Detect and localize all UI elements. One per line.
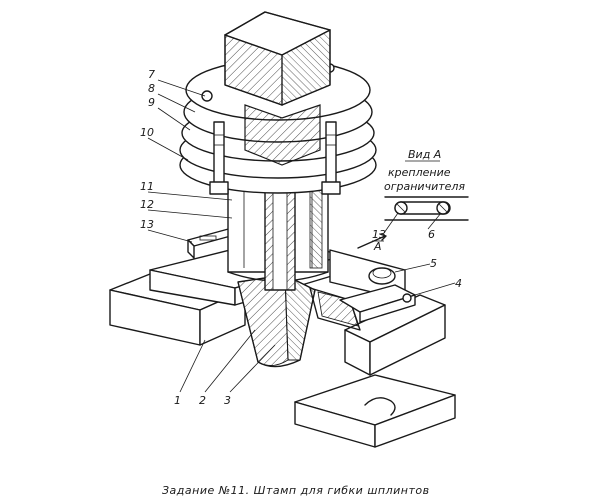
- label-1: 1: [174, 394, 181, 407]
- label-13: 13: [140, 218, 154, 231]
- label-2: 2: [199, 394, 206, 407]
- label-9: 9: [148, 96, 155, 109]
- view-a-label-a: А: [373, 240, 382, 253]
- view-a-title: Вид А: [408, 148, 441, 161]
- view-a-label-6: 6: [428, 228, 435, 241]
- label-7: 7: [148, 68, 155, 81]
- view-a-caption-1: крепление: [388, 166, 451, 179]
- studs: [209, 121, 341, 195]
- label-4: 4: [455, 277, 462, 290]
- view-a-inset: Вид А крепление ограничителя 13 А 6: [357, 148, 469, 253]
- label-3: 3: [224, 394, 231, 407]
- label-10: 10: [140, 126, 154, 139]
- die-part: [237, 274, 361, 368]
- guide-bar: [187, 227, 239, 259]
- stopper-part: [339, 267, 416, 323]
- label-12: 12: [140, 198, 154, 211]
- part-labels: 7 8 9 10 11 12 13 1 2 3 4 5: [140, 68, 462, 407]
- label-8: 8: [148, 82, 155, 95]
- label-11: 11: [140, 180, 154, 193]
- base-right-block: [344, 294, 446, 376]
- label-5: 5: [430, 257, 437, 270]
- shank-head: [224, 11, 331, 166]
- leader-lines: [147, 79, 456, 393]
- lower-slab: [294, 374, 456, 448]
- view-a-caption-2: ограничителя: [384, 180, 465, 193]
- figure-caption: Задание №11. Штамп для гибки шплинтов: [162, 484, 430, 497]
